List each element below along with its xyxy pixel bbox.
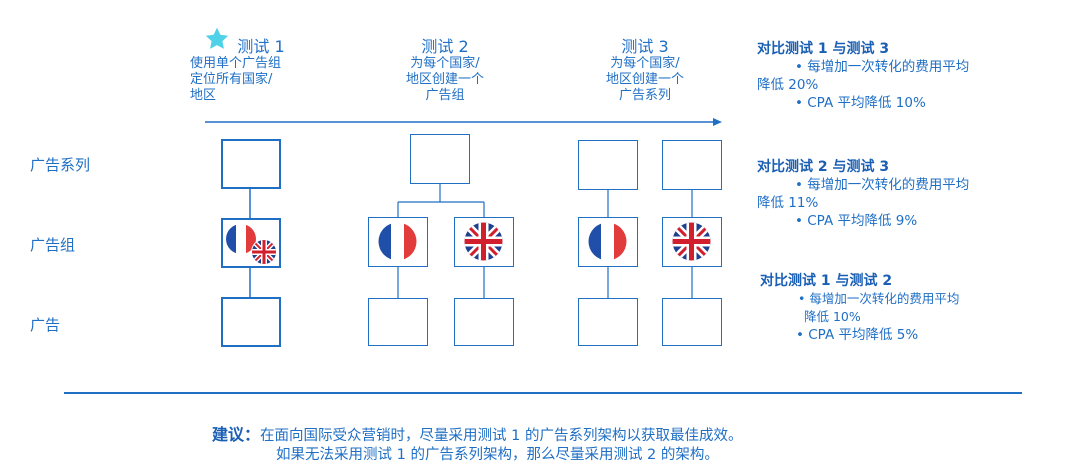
france-flag-icon	[378, 222, 417, 261]
test-1-description: 使用单个广告组 定位所有国家/ 地区	[190, 56, 282, 103]
test-3-title: 测试 3	[621, 37, 669, 56]
test-1-campaign-box	[221, 139, 281, 189]
row-label-campaign: 广告系列	[30, 156, 91, 174]
row-label-adset: 广告组	[30, 236, 76, 254]
recommendation-label: 建议：	[212, 425, 261, 444]
test-1-adset-box	[221, 218, 281, 268]
test-3-ad-box-2	[662, 298, 722, 346]
uk-flag-icon	[252, 240, 276, 264]
comparison-title: 对比测试 1 与测试 3	[757, 41, 890, 57]
test-2-title: 测试 2	[421, 37, 469, 56]
row-label-ad: 广告	[30, 316, 61, 334]
test-1-ad-box	[221, 297, 281, 347]
test-3-ad-box-1	[578, 298, 638, 346]
comparison-title: 对比测试 1 与测试 2	[760, 273, 893, 289]
comparison-1-2: 对比测试 1 与测试 2 • 每增加一次转化的费用平均 降低 10% • CPA…	[760, 270, 1060, 344]
test-3-adset-uk-box	[662, 217, 722, 267]
recommendation-line-2: 如果无法采用测试 1 的广告系列架构，那么尽量采用测试 2 的架构。	[276, 447, 719, 463]
comparison-line: 降低 10%	[804, 309, 861, 324]
comparison-line: 降低 20%	[757, 77, 819, 93]
comparison-line: • 每增加一次转化的费用平均	[795, 177, 970, 193]
test-3-campaign-box-1	[578, 140, 638, 190]
france-flag-icon	[588, 222, 627, 261]
test-3-adset-france-box	[578, 217, 638, 267]
comparison-line: • CPA 平均降低 5%	[796, 327, 919, 343]
test-2-campaign-box	[410, 134, 470, 184]
test-3-description: 为每个国家/ 地区创建一个 广告系列	[605, 56, 684, 103]
recommendation-line-1: 在面向国际受众营销时，尽量采用测试 1 的广告系列架构以获取最佳成效。	[260, 428, 743, 444]
comparison-1-3: 对比测试 1 与测试 3 • 每增加一次转化的费用平均 降低 20% • CPA…	[757, 38, 1057, 112]
test-2-adset-france-box	[368, 217, 428, 267]
test-2-ad-box-2	[454, 298, 514, 346]
test-1-title: 测试 1	[237, 37, 285, 56]
recommendation: 建议：在面向国际受众营销时，尽量采用测试 1 的广告系列架构以获取最佳成效。	[212, 425, 1012, 446]
comparison-line: • CPA 平均降低 10%	[795, 95, 926, 111]
comparison-line: • 每增加一次转化的费用平均	[798, 291, 960, 306]
france-flag-icon	[226, 224, 256, 254]
test-2-description: 为每个国家/ 地区创建一个 广告组	[405, 56, 484, 103]
comparison-line: • 每增加一次转化的费用平均	[795, 59, 970, 75]
uk-flag-icon	[672, 222, 711, 261]
comparison-2-3: 对比测试 2 与测试 3 • 每增加一次转化的费用平均 降低 11% • CPA…	[757, 156, 1057, 230]
uk-flag-icon	[464, 222, 503, 261]
comparison-line: • CPA 平均降低 9%	[795, 213, 918, 229]
test-2-adset-uk-box	[454, 217, 514, 267]
star-icon	[204, 26, 230, 52]
test-2-ad-box-1	[368, 298, 428, 346]
comparison-title: 对比测试 2 与测试 3	[757, 159, 890, 175]
comparison-line: 降低 11%	[757, 195, 819, 211]
test-3-campaign-box-2	[662, 140, 722, 190]
